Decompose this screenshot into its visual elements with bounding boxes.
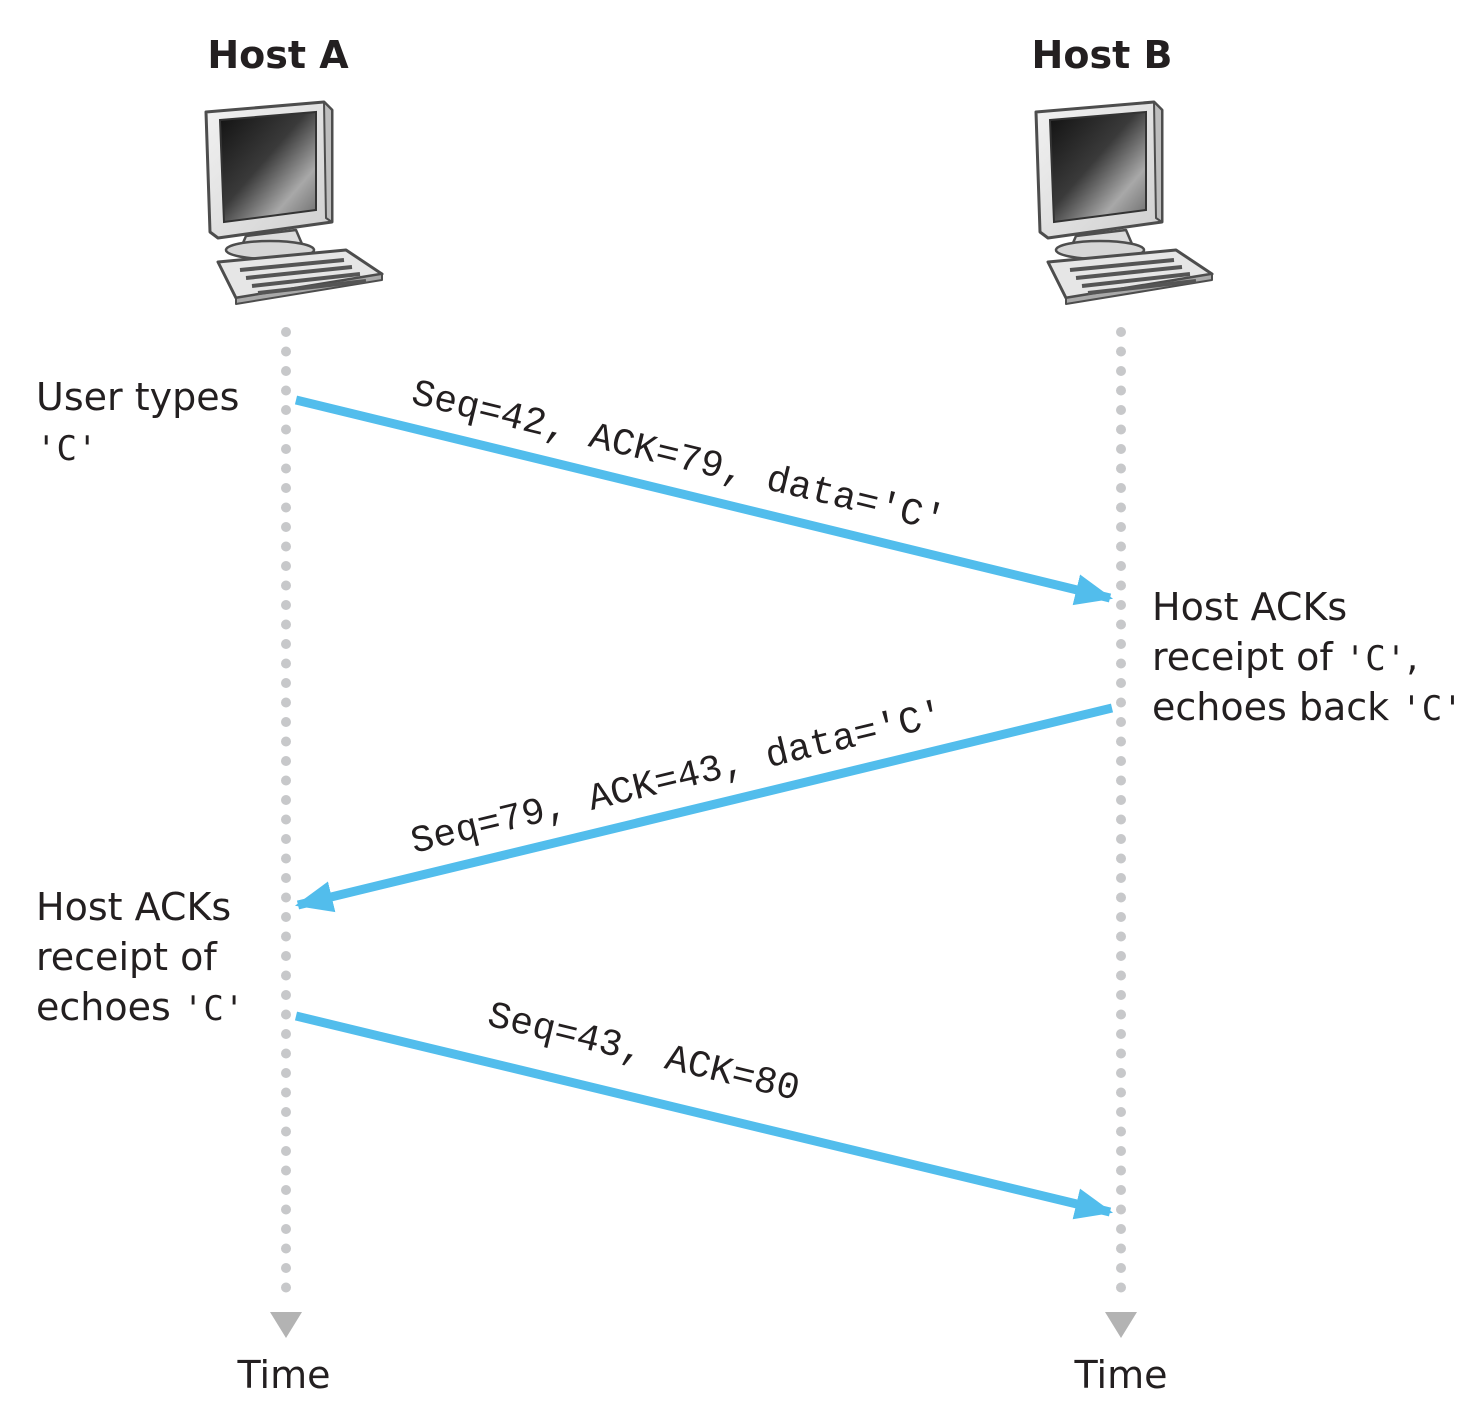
- note-user-types: User types 'C': [36, 375, 239, 469]
- note-host-a-line1: Host ACKs: [36, 885, 231, 929]
- host-b-timeline-arrow-icon: [1105, 1312, 1137, 1338]
- note-host-b-line3-code: 'C': [1401, 689, 1462, 729]
- note-user-types-code: 'C': [36, 429, 97, 469]
- note-host-b-line2: receipt of 'C',: [1152, 635, 1418, 679]
- note-host-a-line3: echoes 'C': [36, 985, 244, 1029]
- host-a-time-label: Time: [237, 1353, 331, 1397]
- note-host-b-line1: Host ACKs: [1152, 585, 1347, 629]
- note-host-b-line3: echoes back 'C': [1152, 685, 1463, 729]
- segment-label-3: Seq=43, ACK=80: [483, 995, 803, 1112]
- segment-arrow-2: [294, 703, 1114, 913]
- host-a-title: Host A: [207, 33, 349, 77]
- segment-label-2: Seq=79, ACK=43, data='C': [407, 694, 949, 864]
- note-user-types-line1: User types: [36, 375, 239, 419]
- note-host-b-line2-text: receipt of: [1152, 635, 1345, 679]
- note-user-types-line2: 'C': [36, 429, 97, 469]
- note-host-b-line2-code: 'C': [1345, 639, 1406, 679]
- host-b-title: Host B: [1032, 33, 1173, 77]
- note-host-b-line3-text: echoes back: [1152, 685, 1401, 729]
- note-host-a-line3-code: 'C': [183, 989, 244, 1029]
- computer-icon: [204, 100, 384, 306]
- host-b-time-label: Time: [1074, 1353, 1168, 1397]
- computer-icon: [1034, 100, 1214, 306]
- note-host-a-acks: Host ACKs receipt of echoes 'C': [36, 885, 244, 1029]
- segment-label-1: Seq=42, ACK=79, data='C': [407, 373, 949, 543]
- segment-arrow-3: [294, 1011, 1114, 1220]
- note-host-a-line2: receipt of: [36, 935, 218, 979]
- note-host-a-line3-text: echoes: [36, 985, 183, 1029]
- note-host-b-acks: Host ACKs receipt of 'C', echoes back 'C…: [1152, 585, 1463, 729]
- note-host-b-line2-after: ,: [1406, 635, 1418, 679]
- host-a-timeline-arrow-icon: [270, 1312, 302, 1338]
- segment-arrow-1: [294, 395, 1114, 606]
